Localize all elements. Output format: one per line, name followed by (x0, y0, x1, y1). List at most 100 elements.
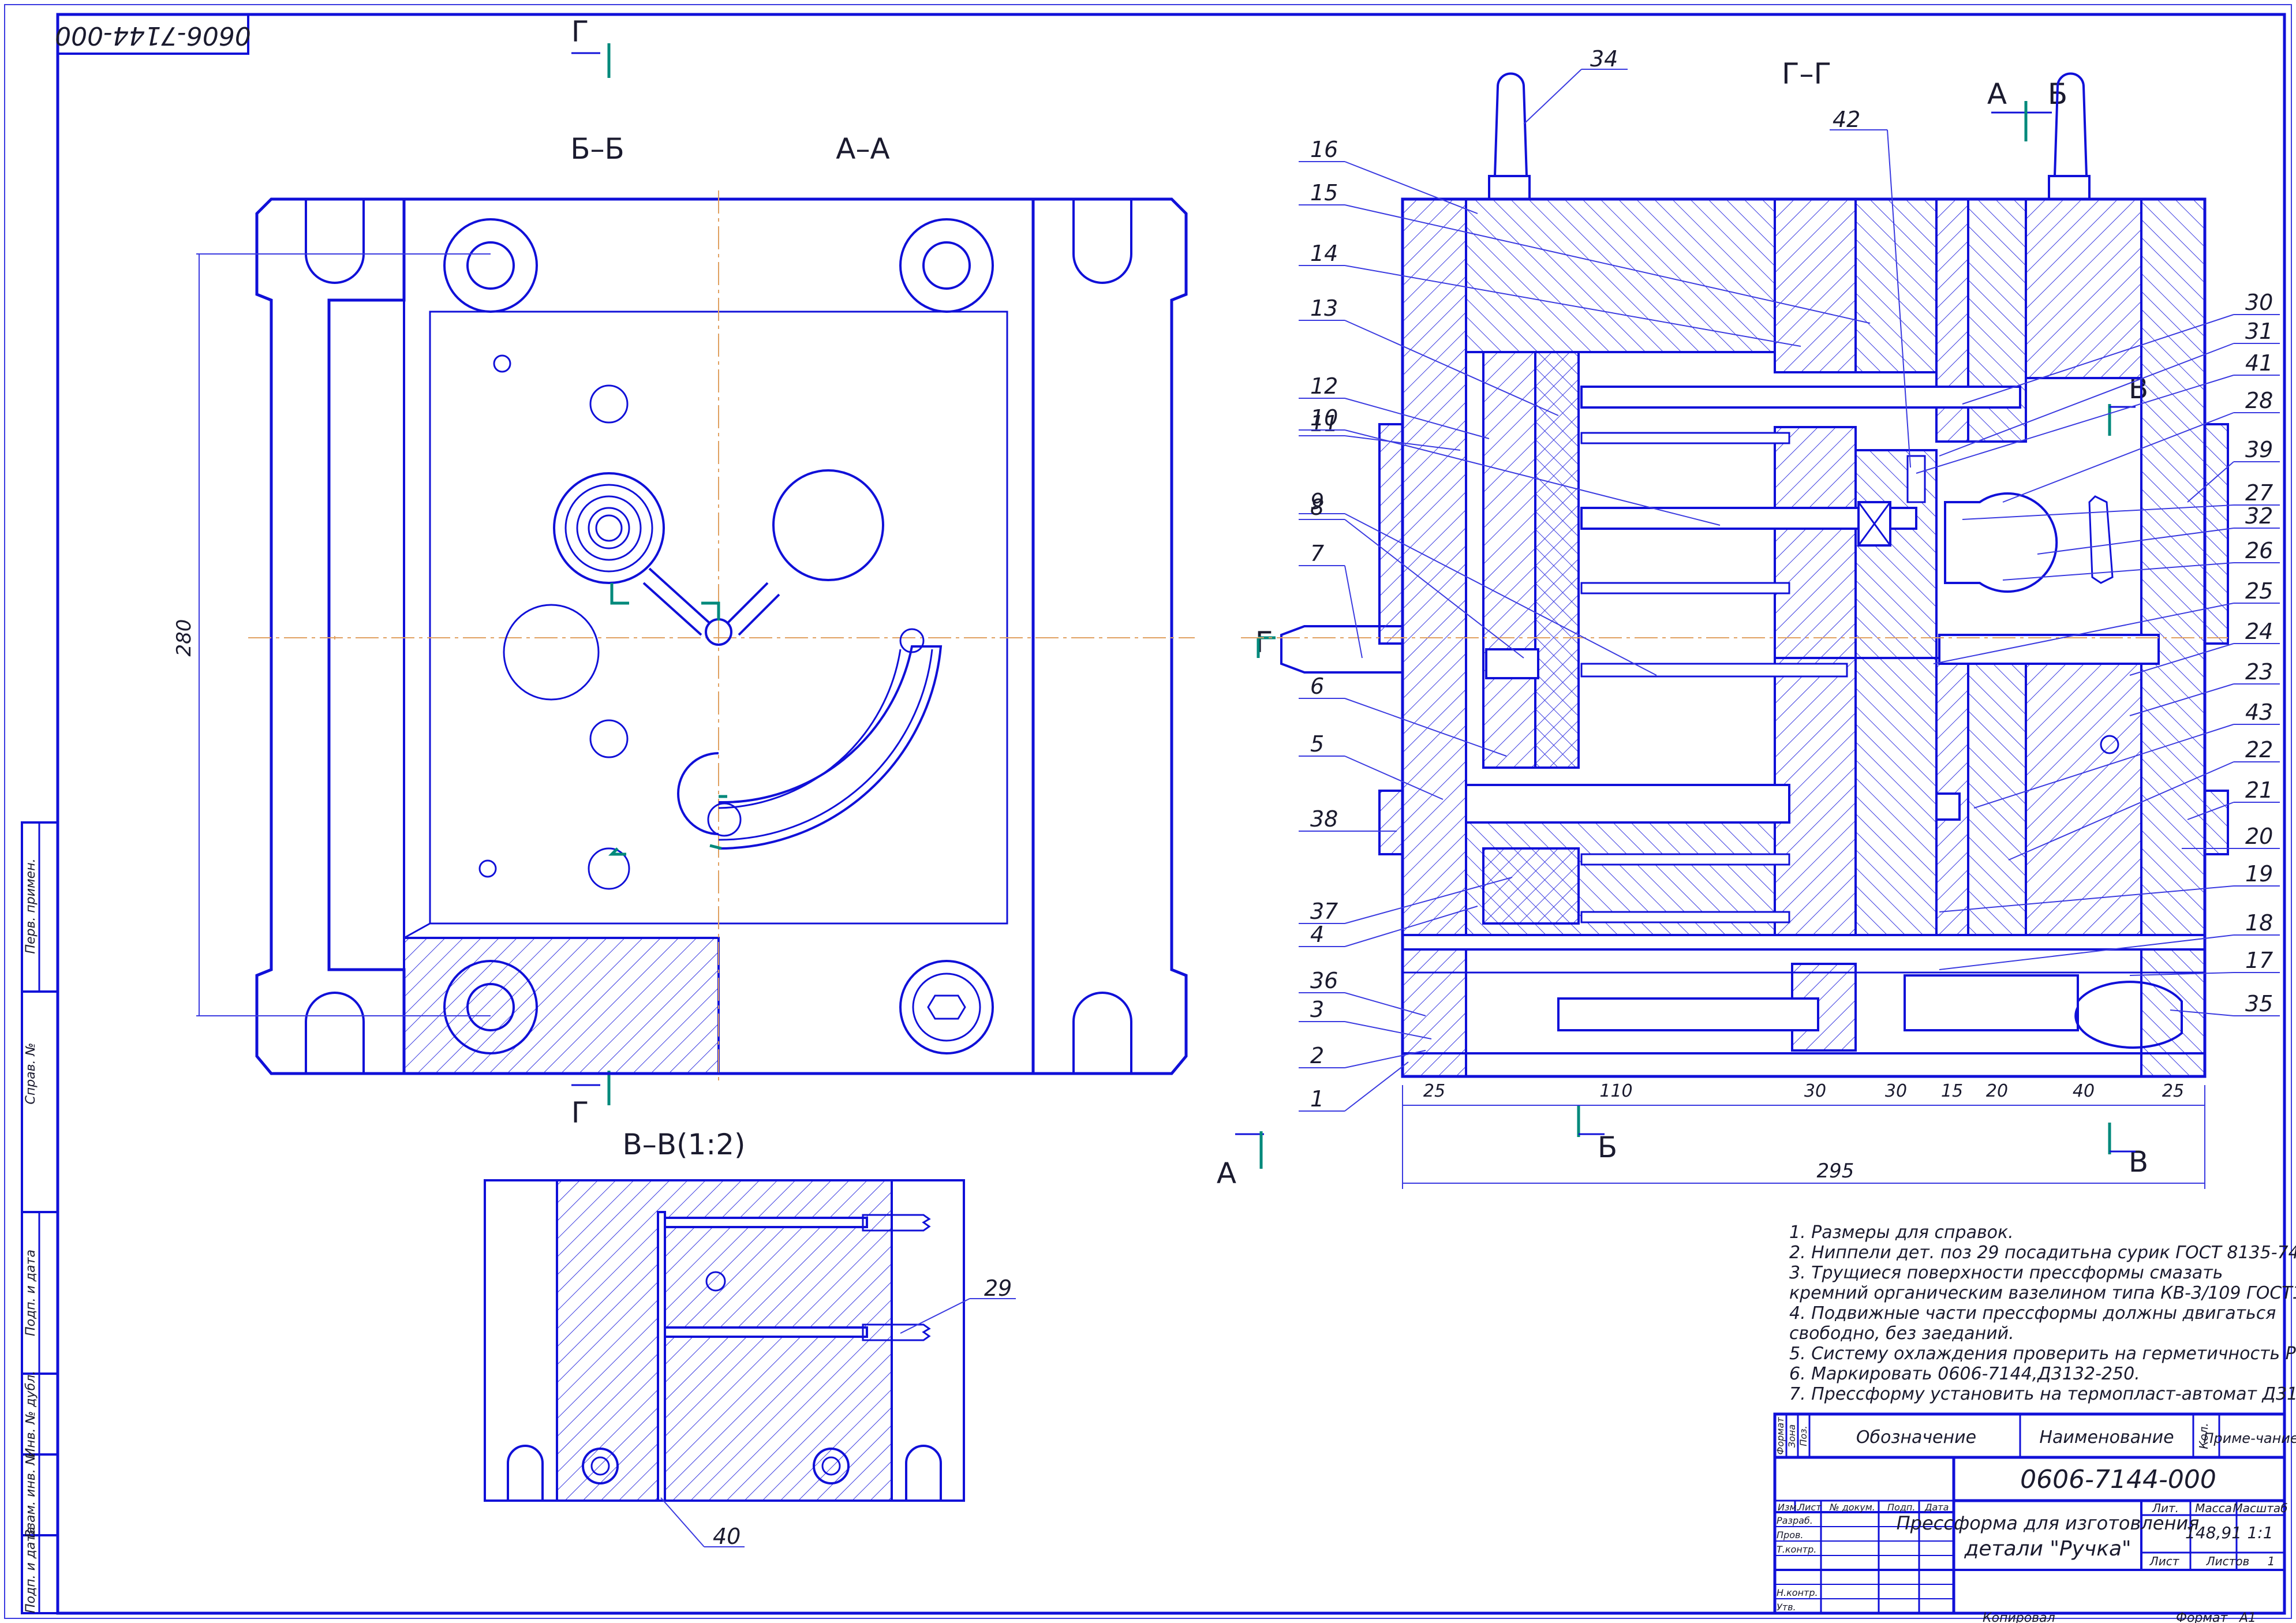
callout-41: 41 (2245, 350, 2273, 376)
dim-110: 110 (1599, 1081, 1632, 1101)
cut-label-b-bottom: Б (1598, 1131, 1617, 1164)
callout-27: 27 (2245, 480, 2273, 506)
stamp-vzam-inv: Взам. инв. № (24, 1452, 38, 1538)
stamp-utv: Утв. (1777, 1602, 1796, 1613)
section-label-gg: Г–Г (1782, 57, 1831, 91)
title-block: Формат Зона Поз. Обозначение Наименовани… (1773, 1412, 2296, 1623)
view-vv: В–В(1:2) 29 40 (484, 1128, 1016, 1549)
stamp-podp-data-2: Подп. и дата (24, 1527, 38, 1613)
stamp-sprav: Справ. № (24, 1042, 38, 1104)
spec-header-pos: Поз. (1798, 1426, 1809, 1446)
cut-label-g-top: Г (571, 15, 589, 48)
stamp-scale-value: 1:1 (2247, 1523, 2273, 1542)
spec-header-designation: Обозначение (1856, 1427, 1976, 1448)
note-6: 6. Маркировать 0606-7144,Д3132-250. (1789, 1364, 2140, 1384)
note-7: 7. Прессформу установить на термопласт-а… (1789, 1384, 2296, 1404)
stamp-col-date: Дата (1924, 1502, 1949, 1513)
callout-43: 43 (2245, 700, 2273, 725)
view-bb-aa: Б–Б А–А Г Г (173, 15, 1195, 1130)
note-4b: свободно, без заеданий. (1789, 1323, 2014, 1344)
callout-24: 24 (2245, 619, 2273, 644)
stamp-razrab: Разраб. (1777, 1515, 1813, 1526)
spec-header-format: Формат (1775, 1417, 1786, 1455)
callout-17: 17 (2245, 948, 2273, 973)
dim-25-right: 25 (2162, 1081, 2184, 1101)
stamp-tkontr: Т.контр. (1777, 1544, 1816, 1555)
callout-8: 8 (1310, 495, 1324, 520)
callout-7: 7 (1310, 541, 1324, 566)
cut-label-a-top: А (1987, 77, 2007, 111)
callout-13: 13 (1310, 296, 1338, 321)
view-gg: Г–Г А Б А Б В В Г (1217, 46, 2229, 1190)
note-3b: кремний органическим вазелином типа КВ-3… (1789, 1283, 2296, 1303)
spec-header-name: Наименование (2039, 1427, 2174, 1448)
note-2: 2. Ниппели дет. поз 29 посадитьна сурик … (1789, 1243, 2296, 1263)
callout-14: 14 (1310, 241, 1338, 266)
callout-6: 6 (1310, 674, 1324, 699)
stamp-perv-primen: Перв. примен. (24, 858, 38, 953)
stamp-list-label: Лист (2149, 1554, 2180, 1568)
dim-30-b: 30 (1885, 1081, 1907, 1101)
callout-39: 39 (2245, 437, 2273, 462)
dimension-295: 295 (1817, 1160, 1854, 1183)
stamp-listov-label: Листов (2206, 1554, 2250, 1568)
stamp-kopiroval: Копировал (1983, 1611, 2055, 1623)
callout-15: 15 (1310, 180, 1338, 205)
callout-35: 35 (2245, 991, 2273, 1016)
callout-28: 28 (2245, 388, 2273, 413)
bottom-dimension-chain: 25 110 30 30 15 20 40 25 (1423, 1081, 2184, 1101)
cut-label-g-bottom: Г (571, 1096, 589, 1130)
callout-22: 22 (2245, 737, 2273, 762)
callout-37: 37 (1310, 899, 1338, 924)
callout-10: 10 (1310, 405, 1338, 431)
stamp-masshtab: Масштаб (2233, 1501, 2287, 1515)
sheet-frame (56, 13, 2286, 1615)
sheet-outer-border (4, 4, 2292, 1619)
stamp-listov-value: 1 (2268, 1554, 2275, 1568)
callout-30: 30 (2245, 290, 2273, 315)
dim-25-left: 25 (1423, 1081, 1445, 1101)
dim-20: 20 (1986, 1081, 2008, 1101)
stamp-col-list: Лист (1797, 1502, 1822, 1513)
callout-3: 3 (1310, 997, 1324, 1022)
callout-18: 18 (2245, 910, 2273, 936)
callout-31: 31 (2245, 319, 2273, 344)
stamp-nkontr: Н.контр. (1777, 1587, 1818, 1598)
spec-header-zone: Зона (1786, 1424, 1797, 1448)
callout-38: 38 (1310, 806, 1338, 832)
callout-34: 34 (1590, 46, 1618, 72)
callout-4: 4 (1310, 922, 1324, 947)
stamp-col-doc: № докум. (1829, 1502, 1875, 1513)
callout-21: 21 (2245, 777, 2273, 803)
dimension-280: 280 (173, 619, 196, 657)
callout-9: 9 (1310, 489, 1324, 514)
stamp-prov: Пров. (1777, 1529, 1804, 1540)
note-5: 5. Систему охлаждения проверить на герме… (1789, 1344, 2296, 1364)
stamp-lit: Лит. (2152, 1501, 2179, 1515)
stamp-col-sign: Подп. (1887, 1502, 1915, 1513)
callout-12: 12 (1310, 373, 1338, 399)
callout-40: 40 (713, 1524, 741, 1549)
dim-30-a: 30 (1804, 1081, 1826, 1101)
callout-2: 2 (1310, 1043, 1324, 1068)
title-name-line2: детали "Ручка" (1964, 1537, 2131, 1561)
stamp-col-izm: Изм. (1778, 1502, 1800, 1513)
callout-42: 42 (1833, 107, 1860, 132)
callout-19: 19 (2245, 861, 2273, 887)
spec-header-note: Приме-чание (2203, 1430, 2296, 1446)
callout-23: 23 (2245, 659, 2273, 685)
callout-32: 32 (2245, 503, 2273, 529)
stamp-inv-dubl: Инв. № дубл. (24, 1371, 38, 1458)
section-label-bb: Б–Б (570, 132, 625, 166)
stamp-mass-value: 148,91 (2185, 1523, 2242, 1542)
title-name-line1: Прессформа для изготовления (1897, 1512, 2200, 1534)
callout-29: 29 (984, 1276, 1012, 1301)
corner-document-number: 0606-7144-000 (55, 21, 251, 50)
callout-25: 25 (2245, 578, 2273, 604)
callout-36: 36 (1310, 968, 1338, 993)
stamp-format-label: Формат (2176, 1611, 2228, 1623)
stamp-massa: Масса (2195, 1501, 2232, 1515)
